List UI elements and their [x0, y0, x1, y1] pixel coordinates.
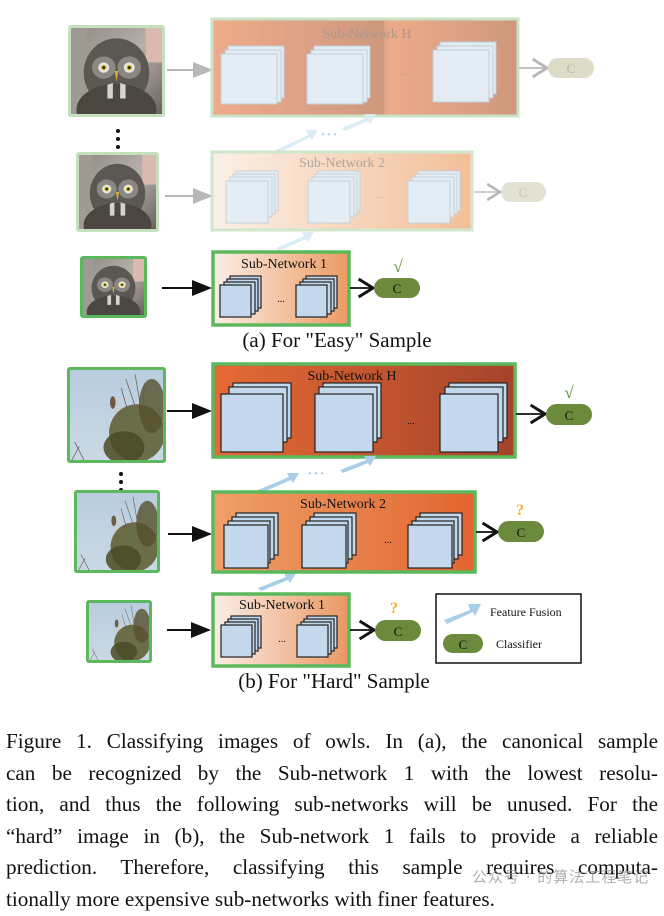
figure-caption: Figure 1. Classifying images of owls. In… — [6, 726, 658, 916]
feature-fusion-arrow — [258, 573, 296, 591]
watermark: 公众号 · 的算法工程笔记 — [472, 868, 650, 886]
ellipsis: ... — [376, 190, 384, 201]
caption-line: tion, and thus the following sub-network… — [6, 792, 658, 817]
subnetwork-label: Sub-Network 1 — [239, 598, 325, 613]
classifier-a-h: C — [548, 58, 594, 78]
panel-a: Sub-Network H ... C • • • Sub-Network 2 … — [68, 17, 594, 352]
feature-fusion-arrow — [276, 114, 376, 153]
subnetwork-a-1 — [211, 250, 351, 327]
subnetwork-label: Sub-Network H — [322, 27, 411, 42]
ellipsis: ... — [278, 634, 286, 645]
fusion-ellipsis: • • • — [308, 469, 324, 480]
caption-line: prediction. Therefore, classifying this … — [6, 855, 658, 880]
input-image-a-2 — [76, 152, 159, 232]
feature-fusion-arrow — [258, 456, 376, 493]
question-icon: ? — [516, 502, 524, 519]
panel-a-title: (a) For "Easy" Sample — [242, 328, 431, 352]
ellipsis: ... — [384, 535, 392, 546]
figure-diagram: Sub-Network H ... C • • • Sub-Network 2 … — [67, 17, 594, 693]
subnetwork-label: Sub-Network H — [307, 369, 396, 384]
classifier-a-1: C — [374, 278, 420, 298]
question-icon: ? — [390, 600, 398, 617]
classifier-legend-icon: C — [443, 634, 483, 653]
classifier-label: C — [394, 624, 403, 639]
caption-line: Figure 1. Classifying images of owls. In… — [6, 729, 658, 753]
subnetwork-label: Sub-Network 2 — [300, 497, 386, 512]
classifier-b-2: C — [498, 521, 544, 542]
vertical-ellipsis — [119, 472, 123, 492]
legend-classifier: Classifier — [496, 637, 542, 651]
classifier-label: C — [567, 61, 576, 76]
ellipsis: ... — [407, 416, 415, 427]
subnetwork-b-2 — [211, 490, 477, 574]
fusion-ellipsis: • • • — [321, 130, 337, 141]
feature-fusion-legend-icon — [444, 604, 481, 624]
caption-line: “hard” image in (b), the Sub-network 1 f… — [6, 823, 658, 848]
input-image-a-h — [68, 25, 165, 117]
subnetwork-label: Sub-Network 1 — [241, 257, 327, 272]
input-image-a-1 — [80, 256, 147, 318]
feature-fusion-arrow — [276, 232, 314, 251]
classifier-label: C — [519, 185, 528, 200]
ellipsis: ... — [277, 294, 285, 305]
classifier-a-2: C — [501, 182, 546, 202]
classifier-label: C — [517, 525, 526, 540]
subnetwork-a-h-right — [384, 17, 520, 118]
input-image-b-1 — [86, 600, 152, 663]
legend-feature-fusion: Feature Fusion — [490, 605, 562, 619]
legend: Feature Fusion C Classifier — [435, 593, 582, 664]
subnetwork-a-h — [210, 17, 388, 118]
vertical-ellipsis — [116, 129, 120, 149]
classifier-b-1: C — [375, 620, 421, 641]
caption-line: can be recognized by the Sub-network 1 w… — [6, 760, 658, 785]
classifier-label: C — [393, 281, 402, 296]
ellipsis: ... — [400, 66, 409, 78]
subnetwork-a-2 — [210, 150, 474, 232]
classifier-symbol: C — [459, 637, 468, 652]
panel-b-title: (b) For "Hard" Sample — [238, 669, 430, 693]
subnetwork-label: Sub-Network 2 — [299, 156, 385, 171]
input-image-b-2 — [74, 490, 160, 573]
check-icon: √ — [393, 257, 403, 276]
classifier-label: C — [565, 408, 574, 423]
subnetwork-b-1 — [211, 592, 351, 668]
subnetwork-b-h — [211, 362, 517, 459]
input-image-b-h — [67, 367, 166, 463]
classifier-b-h: C — [546, 404, 592, 425]
panel-b: Sub-Network H ... C √ • • • Sub-Network … — [67, 362, 592, 693]
check-icon: √ — [564, 383, 574, 402]
caption-line: tionally more expensive sub-networks wit… — [6, 886, 495, 911]
